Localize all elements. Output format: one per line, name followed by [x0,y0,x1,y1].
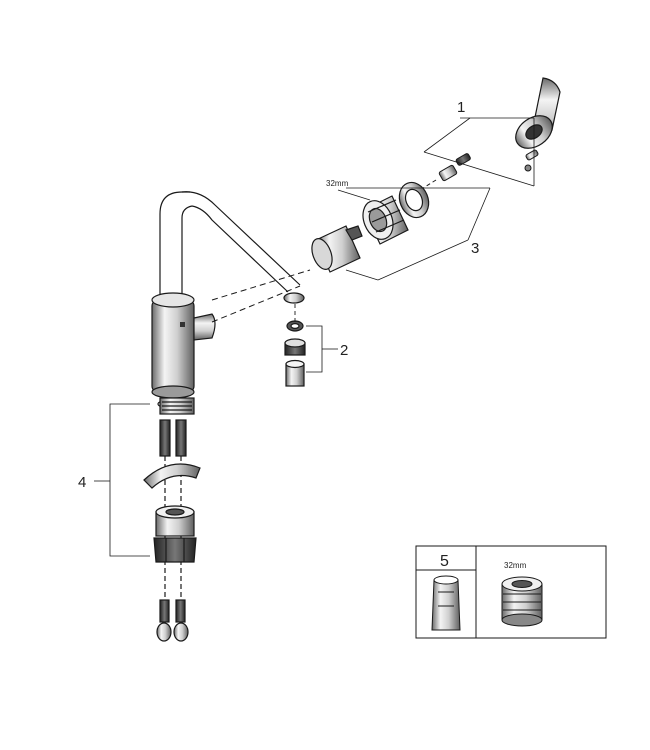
fixing-nut [153,505,197,563]
callout-3-leader [337,187,491,281]
callout-3-label: 3 [471,240,479,257]
inset-size-label: 32mm [504,561,527,570]
callout-1-label: 1 [457,99,465,116]
cartridge [311,225,363,273]
callout-2-label: 2 [340,342,348,359]
cartridge-ring [398,181,430,219]
faucet-body [151,269,311,399]
callout-4-label: 4 [78,474,86,491]
inset-nut [501,576,543,627]
aerator-parts [284,304,306,387]
callout-4-leader [94,403,150,557]
threaded-stud [157,397,195,415]
handle-small-parts [419,149,539,191]
cartridge-size-label: 32mm [326,179,349,188]
horseshoe-washer [143,463,201,489]
hose-fittings [156,599,189,642]
callout-1-leader [423,117,535,187]
callout-2-leader [306,325,338,373]
cartridge-nut [362,195,409,245]
lever-handle [515,77,561,149]
faucet-spout [159,191,305,320]
callout-5-label: 5 [440,553,449,570]
tool-sleeve [431,575,461,631]
